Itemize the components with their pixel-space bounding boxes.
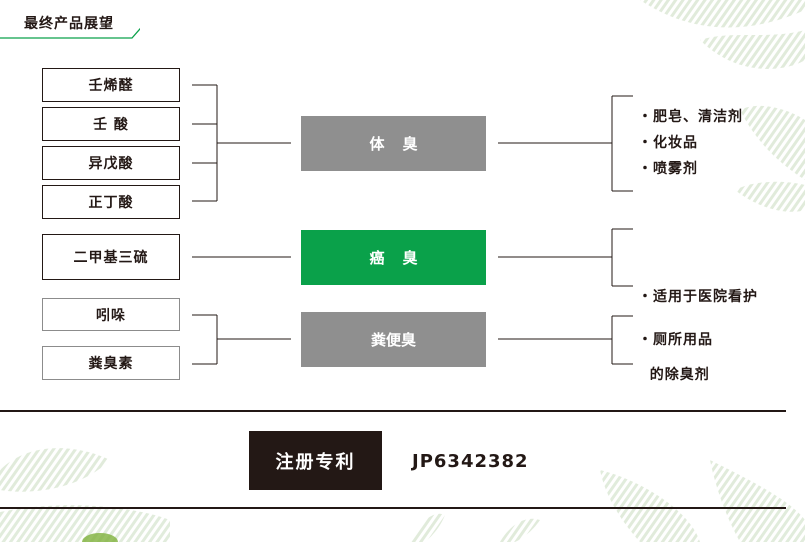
source-box-butyric-acid: 正丁酸 xyxy=(42,185,180,219)
odor-box-feces-odor: 粪便臭 xyxy=(301,312,486,367)
use-item-cosmetics: ・化妆品 xyxy=(638,135,698,151)
header-tag-frame xyxy=(0,27,140,39)
source-box-indole: 吲哚 xyxy=(42,298,180,331)
use-item-hospital-cont: 的除臭剂 xyxy=(638,367,710,383)
odor-cancer-char1: 癌 xyxy=(369,249,385,267)
use-item-soap: ・肥皂、清洁剂 xyxy=(638,109,743,125)
odor-body-char1: 体 xyxy=(369,135,385,153)
source-box-nonanoic-acid: 壬 酸 xyxy=(42,107,180,141)
use-item-toilet: ・厕所用品 xyxy=(638,332,713,348)
use-item-hospital: ・适用于医院看护 xyxy=(638,289,758,305)
odor-body-char2: 臭 xyxy=(402,135,418,153)
use-list-cancer: ・适用于医院看护 的除臭剂 xyxy=(638,232,758,414)
patent-number: JP6342382 xyxy=(412,451,529,472)
odor-box-body-odor: 体 臭 xyxy=(301,116,486,171)
source-box-isovaleric-acid: 异戊酸 xyxy=(42,146,180,180)
divider-bottom xyxy=(0,507,786,509)
odor-feces-label: 粪便臭 xyxy=(370,331,416,349)
use-list-body: ・肥皂、清洁剂 ・化妆品 ・喷雾剂 xyxy=(638,104,743,182)
odor-box-cancer-odor: 癌 臭 xyxy=(301,230,486,285)
use-item-spray: ・喷雾剂 xyxy=(638,161,698,177)
odor-cancer-char2: 臭 xyxy=(402,249,418,267)
source-box-nonenal: 壬烯醛 xyxy=(42,68,180,102)
patent-label-box: 注册专利 xyxy=(249,431,382,490)
use-list-feces: ・厕所用品 xyxy=(638,327,713,353)
source-box-skatole: 粪臭素 xyxy=(42,346,180,380)
header-title: 最终产品展望 xyxy=(24,16,114,32)
divider-top xyxy=(0,410,786,412)
source-box-dimethyl-trisulfide: 二甲基三硫 xyxy=(42,234,180,280)
